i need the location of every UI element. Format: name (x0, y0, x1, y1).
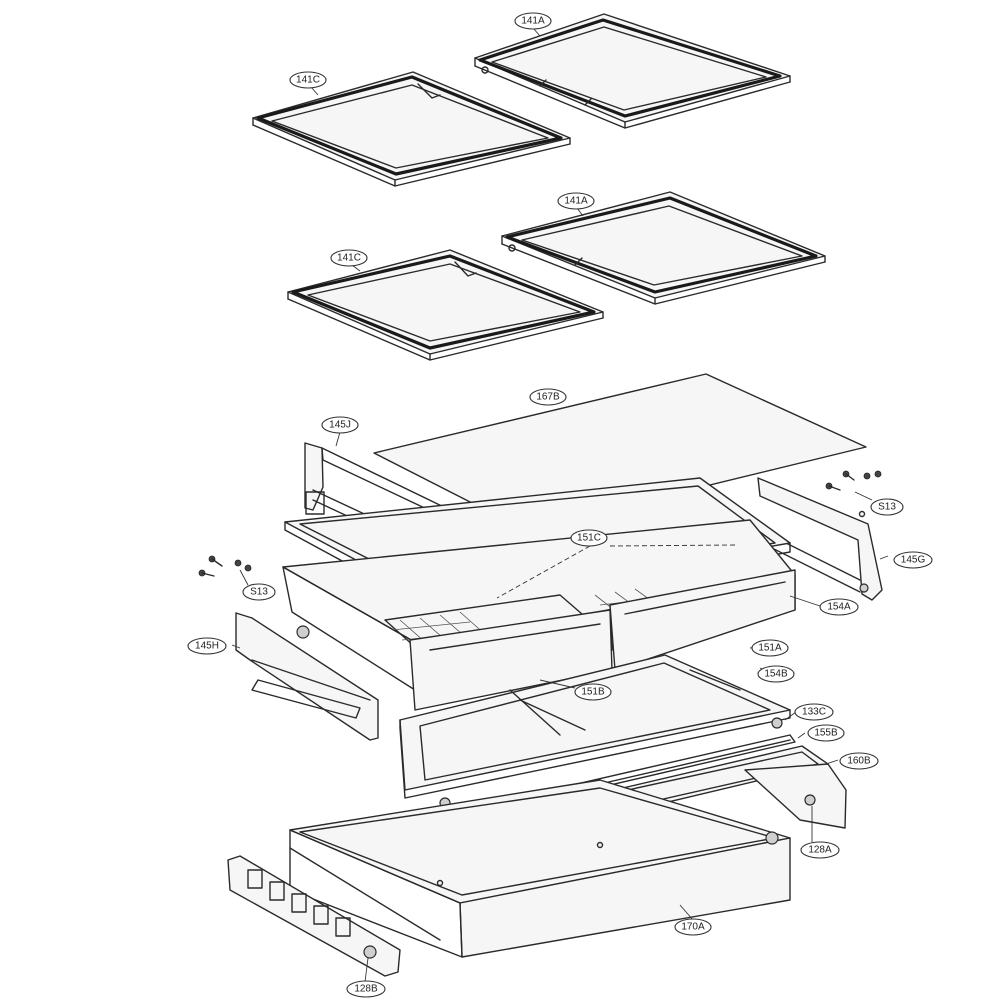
svg-text:133C: 133C (802, 707, 826, 718)
callout-s13-right: S13 (870, 498, 904, 516)
callout-133c: 133C (794, 703, 834, 721)
shelf-141c-top (252, 71, 571, 187)
shelf-141c-mid (287, 249, 604, 361)
callout-141a-top: 141A (514, 12, 552, 30)
svg-text:151B: 151B (581, 687, 605, 698)
svg-text:128B: 128B (354, 984, 378, 995)
callout-128a: 128A (800, 841, 840, 859)
svg-text:167B: 167B (536, 392, 560, 403)
svg-text:160B: 160B (847, 756, 871, 767)
screws-s13-left (198, 555, 252, 577)
svg-text:145H: 145H (195, 641, 219, 652)
shelf-141a-mid (501, 191, 826, 305)
callout-145g: 145G (893, 551, 933, 569)
callout-154b: 154B (757, 665, 795, 683)
shelf-141a-top (474, 13, 791, 129)
callout-154a: 154A (819, 598, 859, 616)
callout-155b: 155B (807, 724, 845, 742)
svg-text:154A: 154A (827, 602, 851, 613)
callout-151a: 151A (751, 639, 789, 657)
lower-drawer-170a (289, 779, 791, 958)
side-rail-145h (235, 612, 379, 741)
svg-text:141C: 141C (337, 253, 361, 264)
svg-text:S13: S13 (878, 502, 896, 513)
svg-text:145G: 145G (901, 555, 926, 566)
tray-frame-154b (399, 654, 791, 799)
callout-145h: 145H (187, 637, 227, 655)
callout-128b: 128B (346, 980, 386, 998)
svg-text:128A: 128A (808, 845, 832, 856)
screws-s13-right (825, 470, 882, 491)
leader-lines (231, 27, 889, 983)
svg-text:155B: 155B (814, 728, 838, 739)
callout-s13-left: S13 (242, 583, 276, 601)
callout-160b: 160B (839, 752, 879, 770)
callout-145j: 145J (321, 416, 359, 434)
svg-text:170A: 170A (681, 922, 705, 933)
svg-text:141A: 141A (564, 196, 588, 207)
svg-text:141C: 141C (296, 75, 320, 86)
svg-text:145J: 145J (329, 420, 351, 431)
callout-151b: 151B (574, 683, 612, 701)
callout-141c-top: 141C (289, 71, 327, 89)
svg-text:S13: S13 (250, 587, 268, 598)
svg-text:151C: 151C (577, 533, 601, 544)
callout-151c: 151C (570, 529, 608, 547)
svg-text:154B: 154B (764, 669, 788, 680)
callout-170a: 170A (674, 918, 712, 936)
rail-assembly-128b (227, 847, 441, 977)
callout-167b: 167B (529, 388, 567, 406)
crisper-drawers-151a-151b (282, 519, 796, 711)
svg-text:141A: 141A (521, 16, 545, 27)
callout-141a-mid: 141A (557, 192, 595, 210)
callout-141c-mid: 141C (330, 249, 368, 267)
svg-text:151A: 151A (758, 643, 782, 654)
